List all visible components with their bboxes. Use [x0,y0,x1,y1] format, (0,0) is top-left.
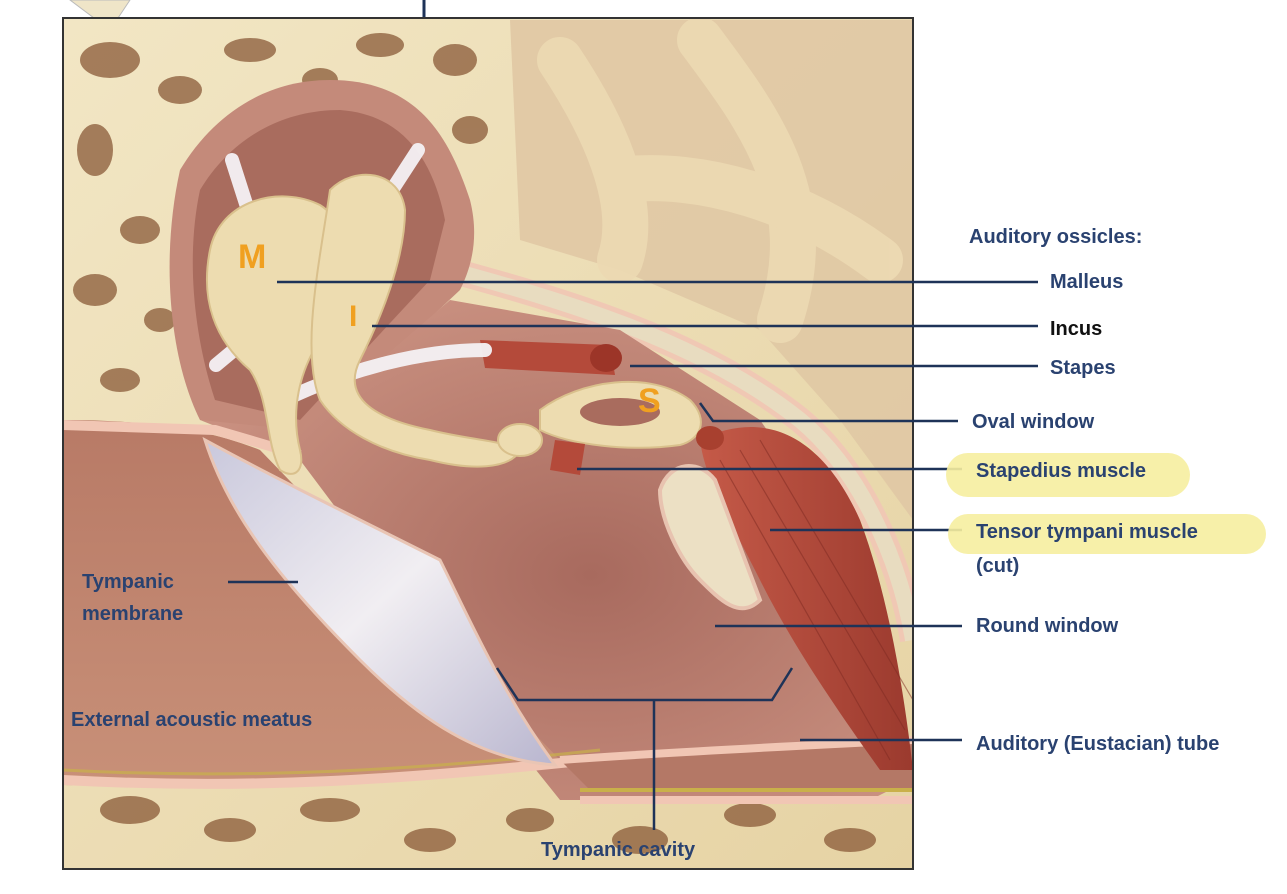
malleus-letter: M [238,238,267,276]
illustration-frame [62,17,914,870]
label-stapes: Stapes [1050,357,1116,379]
tensor-tympani-shape [700,426,913,770]
label-round-window: Round window [976,615,1119,637]
label-incus: Incus [1050,318,1103,340]
label-malleus: Malleus [1050,271,1124,293]
semicircular-canals [537,18,903,343]
label-tensor-line2: (cut) [976,555,1020,577]
label-ossicles-heading: Auditory ossicles: [969,226,1143,248]
label-stapedius: Stapedius muscle [976,460,1147,482]
label-tensor-line1: Tensor tympani muscle [976,521,1198,543]
malleus-shape [206,195,348,475]
label-tympanic-line1: Tympanic [82,571,174,593]
tympanic-membrane-shape [202,436,559,767]
label-tympanic-cavity: Tympanic cavity [541,839,696,861]
leader-cavity-bracket [495,667,794,702]
label-oval-window: Oval window [972,411,1095,433]
label-auditory-tube: Auditory (Eustacian) tube [976,733,1220,755]
highlight-stapedius [946,453,1190,497]
leader-lines [228,280,1038,830]
leader-oval-window [698,402,958,423]
incus-shape [310,173,522,468]
highlight-tensor [948,514,1266,554]
label-external-meatus: External acoustic meatus [71,709,313,731]
stapes-letter: S [638,382,661,420]
label-tympanic-line2: membrane [82,603,184,625]
incus-letter: I [349,300,358,333]
stapes-shape [497,380,702,457]
illustration-body [63,18,913,869]
